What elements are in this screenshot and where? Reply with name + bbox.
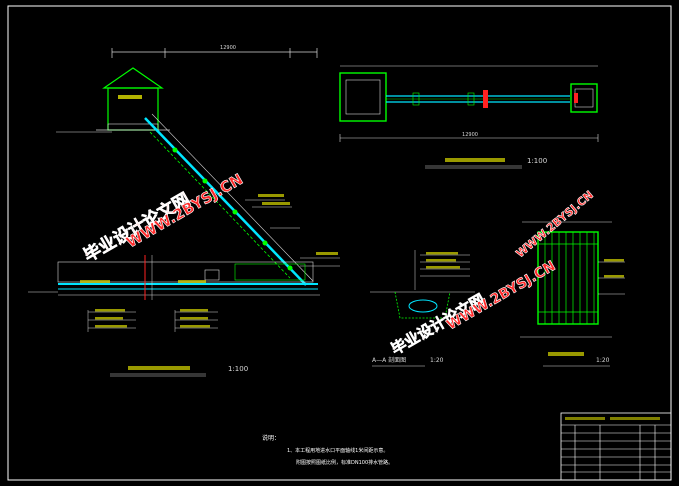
notes-block: 说明： 1、本工程用地进水口平面轴线1米间距示意。 附图按照图纸比例，标准DN1… [262,434,393,466]
detail-grate-view: 1:20 [520,221,625,367]
plan-total-dimension: 12900 [462,132,478,138]
watermark-text: 毕业设计论文网 [388,290,488,358]
section-top-dimension: 12900 [220,45,236,51]
notes-line-1: 1、本工程用地进水口平面轴线1米间距示意。 [287,447,388,454]
plan-view: 12900 1:100 [339,65,599,169]
drawing-border [7,5,672,481]
detail-aa-scale: 1:20 [430,357,444,364]
detail-aa-view: A—A 剖面图 1:20 [370,250,475,367]
section-view: 12900 [28,45,340,377]
detail-aa-label: A—A 剖面图 [372,356,406,364]
diagonal-pipe [144,113,314,286]
plan-scale: 1:100 [527,157,547,165]
watermark-group: 毕业设计论文网 WWW.2BYSJ.CN 毕业设计论文网 WWW.2BYSJ.C… [80,170,596,359]
section-scale: 1:100 [228,365,248,373]
lower-channel [28,255,320,300]
layer-callouts [87,309,218,332]
diagonal-leaders [245,194,340,267]
watermark-url: WWW.2BYSJ.CN [123,170,246,251]
notes-heading: 说明： [262,434,280,442]
title-block [560,412,672,481]
detail-grate-scale: 1:20 [596,357,610,364]
watermark-url: WWW.2BYSJ.CN [444,258,558,333]
intake-house [56,67,170,133]
notes-line-2: 附图按照图纸比例，标准DN100排水管路。 [296,459,393,466]
watermark-url: WWW.2BYSJ.CN [514,188,596,260]
